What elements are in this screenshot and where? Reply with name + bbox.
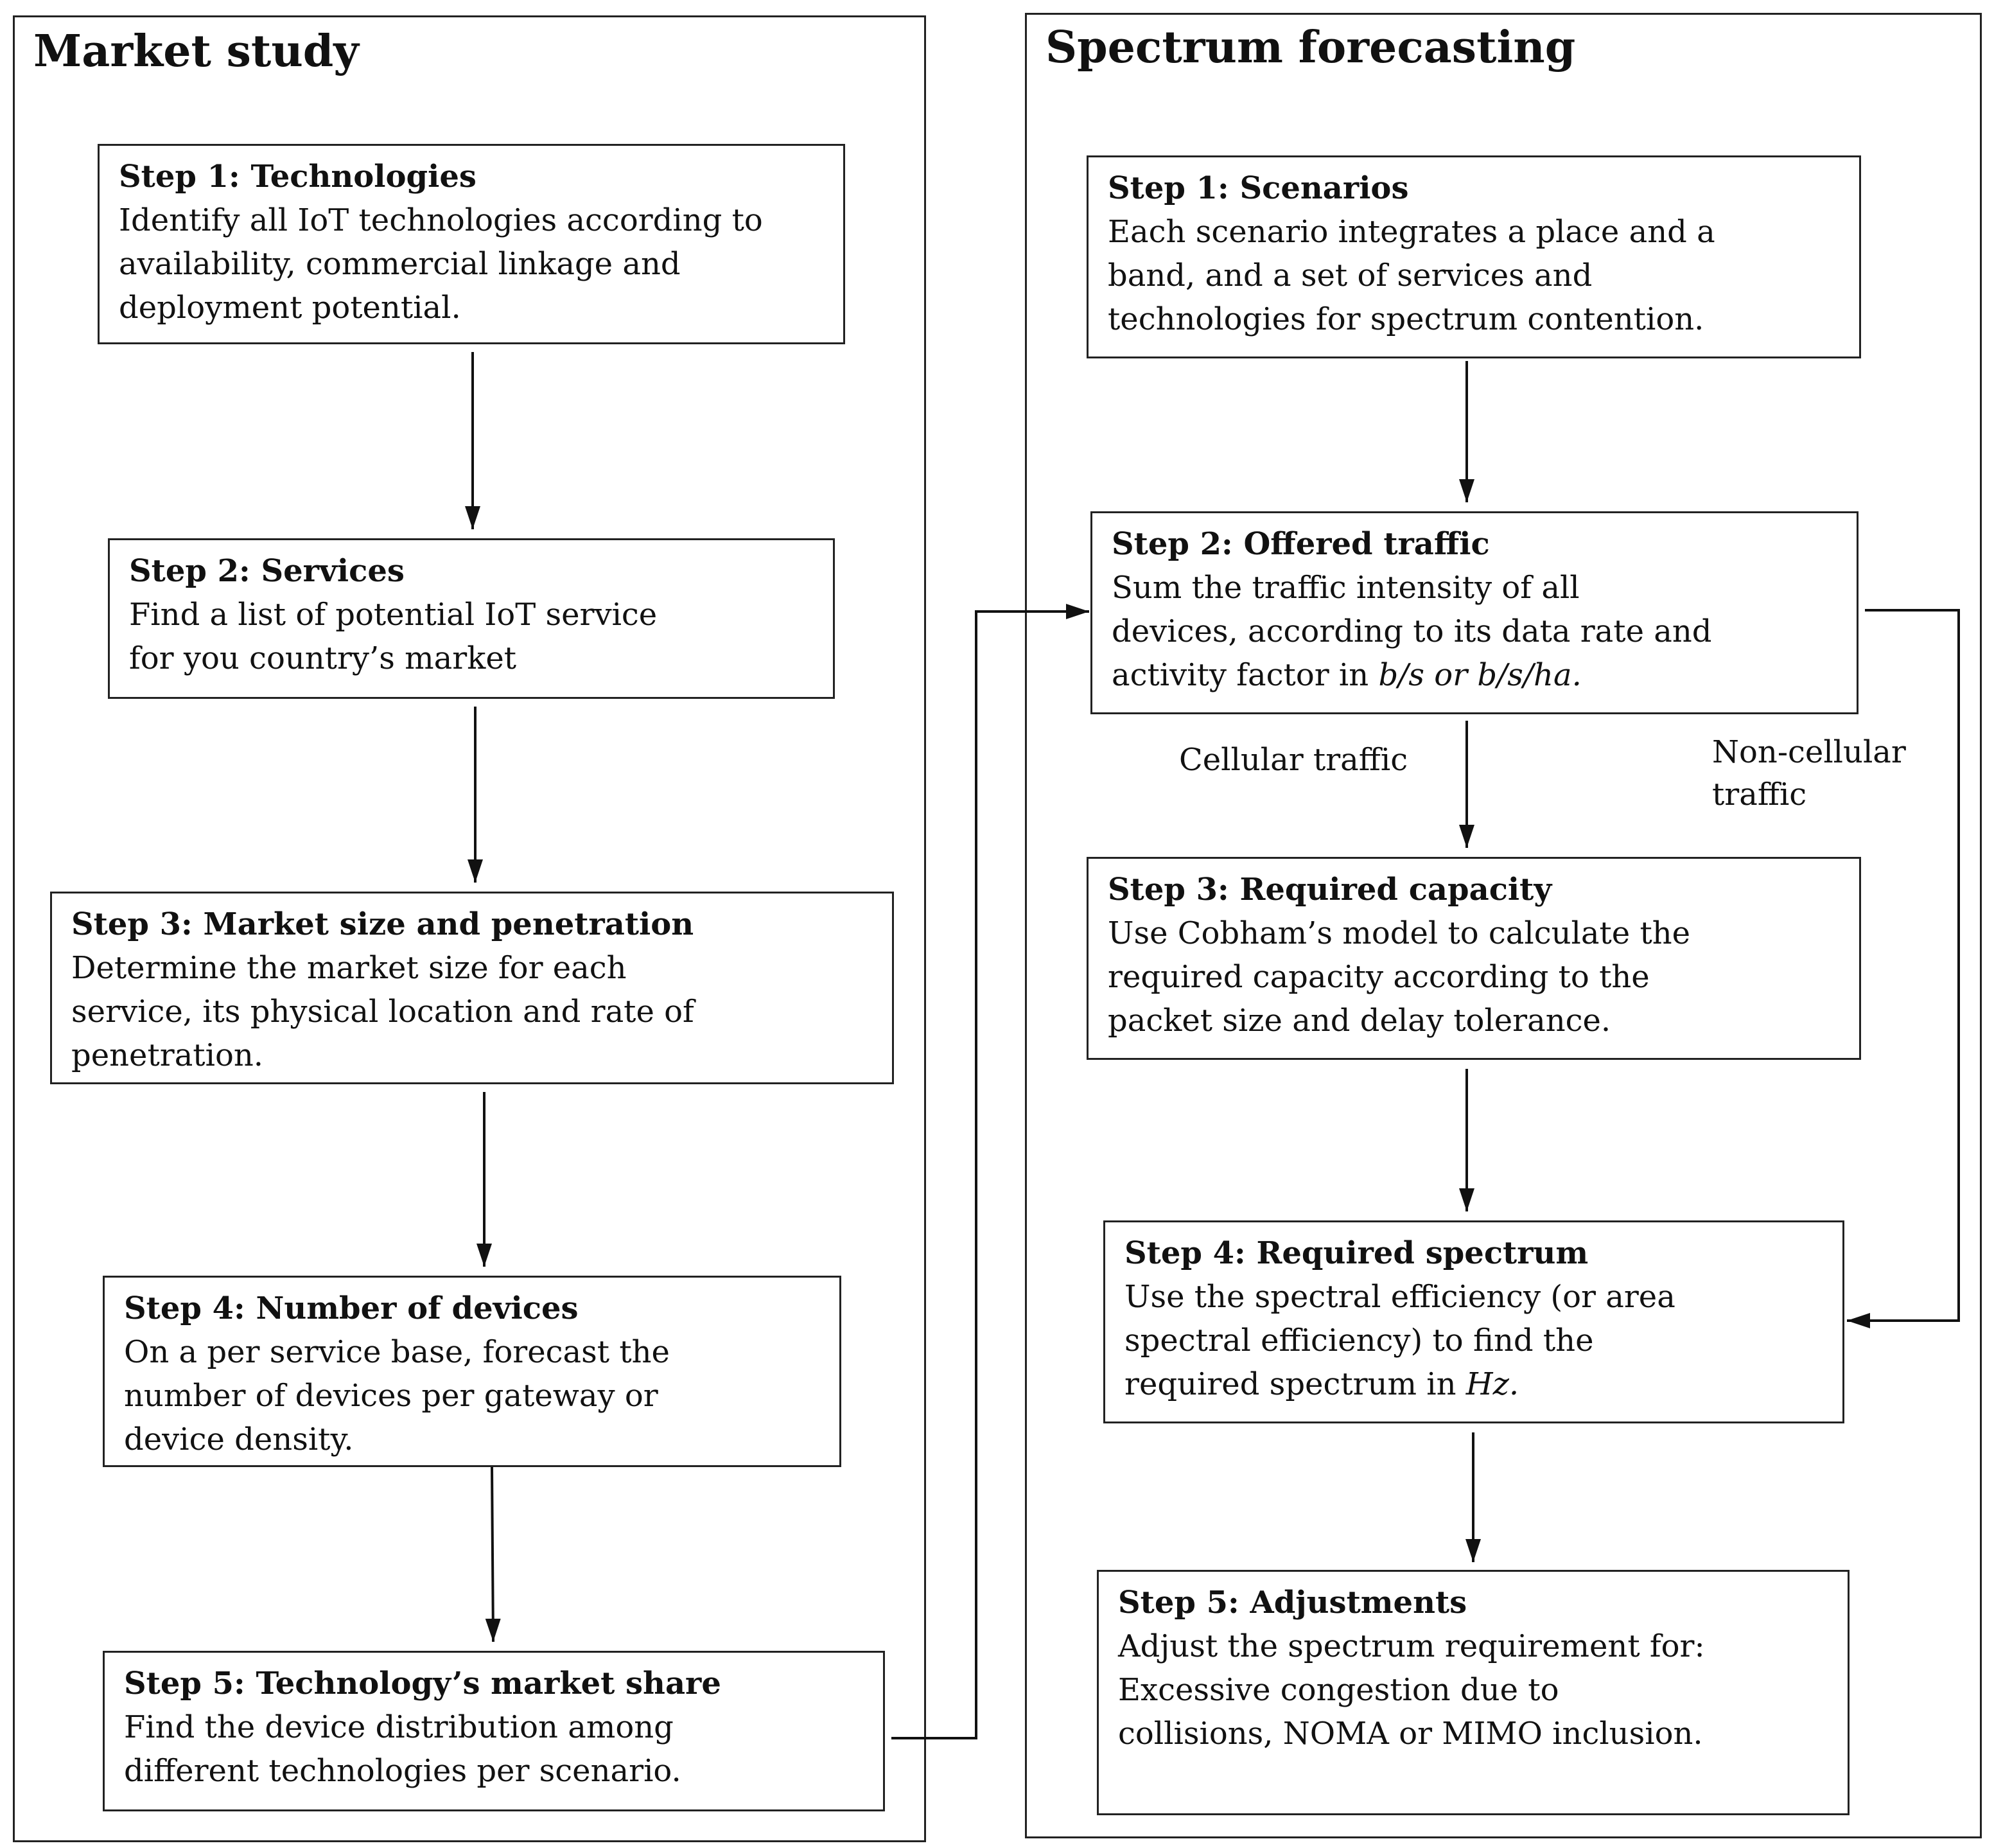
arrow-market-4-5 — [485, 1466, 501, 1642]
non-cellular-label-line2: traffic — [1712, 777, 1807, 813]
step-title: Step 1: Scenarios — [1108, 170, 1409, 206]
cellular-traffic-label: Cellular traffic — [1179, 742, 1408, 778]
step-title: Step 2: Offered traffic — [1112, 526, 1490, 562]
step-line: technologies for spectrum contention. — [1108, 301, 1704, 337]
step-title: Step 4: Required spectrum — [1124, 1235, 1589, 1271]
step-line: devices, according to its data rate and — [1112, 613, 1712, 649]
arrow-market5-to-spectrum2 — [891, 604, 1089, 1739]
step-title: Step 3: Market size and penetration — [71, 906, 694, 942]
step-line: penetration. — [71, 1037, 264, 1073]
step-line: Find the device distribution among — [124, 1709, 674, 1745]
step-line: activity factor in b/s or b/s/ha. — [1112, 657, 1582, 693]
step-line: spectral efficiency) to find the — [1124, 1323, 1594, 1359]
market-step-3-box: Step 3: Market size and penetration Dete… — [50, 892, 894, 1084]
market-step-1-box: Step 1: Technologies Identify all IoT te… — [98, 144, 845, 344]
market-step-5-box: Step 5: Technology’s market share Find t… — [103, 1651, 885, 1811]
step-line: different technologies per scenario. — [124, 1753, 681, 1789]
step-line: Use the spectral efficiency (or area — [1124, 1279, 1675, 1315]
step-line: number of devices per gateway or — [124, 1378, 658, 1414]
spectrum-forecasting-panel — [1025, 13, 1982, 1838]
step-line: On a per service base, forecast the — [124, 1334, 670, 1370]
step-line: packet size and delay tolerance. — [1108, 1003, 1611, 1039]
market-step-4-box: Step 4: Number of devices On a per servi… — [103, 1276, 841, 1467]
step-title: Step 5: Technology’s market share — [124, 1666, 721, 1702]
step-title: Step 2: Services — [129, 553, 405, 589]
step-line: for you country’s market — [129, 640, 517, 676]
step-title: Step 3: Required capacity — [1108, 872, 1552, 908]
step-line: Adjust the spectrum requirement for: — [1118, 1628, 1705, 1664]
step-line: Use Cobham’s model to calculate the — [1108, 915, 1691, 951]
market-step-2-box: Step 2: Services Find a list of potentia… — [108, 538, 835, 699]
step-line: band, and a set of services and — [1108, 258, 1593, 294]
step-line: Determine the market size for each — [71, 950, 627, 986]
spectrum-step-1-box: Step 1: Scenarios Each scenario integrat… — [1087, 155, 1861, 358]
step-line: collisions, NOMA or MIMO inclusion. — [1118, 1716, 1703, 1752]
step-line: required capacity according to the — [1108, 959, 1650, 995]
step-title: Step 5: Adjustments — [1118, 1585, 1467, 1621]
step-line: Find a list of potential IoT service — [129, 597, 658, 633]
spectrum-step-3-box: Step 3: Required capacity Use Cobham’s m… — [1087, 857, 1861, 1060]
step-line: service, its physical location and rate … — [71, 994, 694, 1030]
step-line: availability, commercial linkage and — [119, 246, 681, 282]
step-title: Step 4: Number of devices — [124, 1290, 579, 1326]
spectrum-forecasting-title: Spectrum forecasting — [1045, 22, 1576, 73]
market-study-panel — [13, 15, 926, 1842]
step-line: Each scenario integrates a place and a — [1108, 214, 1715, 250]
market-study-title: Market study — [33, 26, 359, 77]
step-line: deployment potential. — [119, 290, 461, 326]
step-title: Step 1: Technologies — [119, 159, 477, 195]
step-line: required spectrum in Hz. — [1124, 1366, 1519, 1402]
spectrum-step-2-box: Step 2: Offered traffic Sum the traffic … — [1090, 511, 1858, 714]
step-line: Excessive congestion due to — [1118, 1672, 1559, 1708]
spectrum-step-5-box: Step 5: Adjustments Adjust the spectrum … — [1097, 1570, 1850, 1815]
step-line: Sum the traffic intensity of all — [1112, 570, 1580, 606]
non-cellular-label: Non-cellular — [1712, 734, 1906, 770]
spectrum-step-4-box: Step 4: Required spectrum Use the spectr… — [1103, 1220, 1844, 1423]
step-line: device density. — [124, 1421, 354, 1457]
arrow-non-cellular-bypass — [1847, 609, 1960, 1328]
step-line: Identify all IoT technologies according … — [119, 202, 763, 238]
